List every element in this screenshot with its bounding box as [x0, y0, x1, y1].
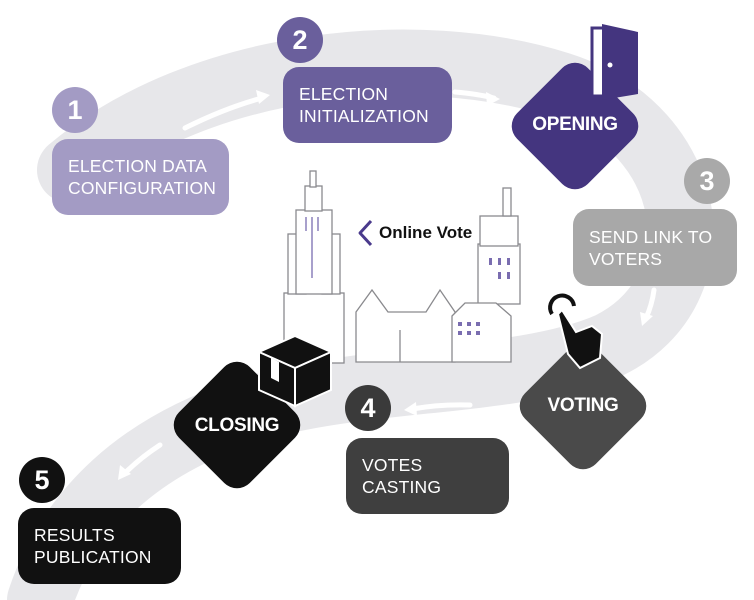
step-1-label-line2: CONFIGURATION [68, 178, 217, 198]
hand-pointer-icon [548, 293, 604, 370]
box-icon [256, 334, 334, 408]
step-2-label-line2: INITIALIZATION [299, 106, 429, 126]
step-4-label-line1: VOTES [362, 455, 423, 475]
step-5-label-line2: PUBLICATION [34, 547, 152, 567]
step-4-box: VOTES CASTING [346, 438, 509, 514]
step-3-box: SEND LINK TO VOTERS [573, 209, 737, 286]
voting-label: VOTING [547, 395, 619, 416]
logo-text: Online Vote [379, 223, 473, 242]
step-1-badge: 1 [52, 87, 98, 133]
city-illustration [283, 170, 521, 364]
step-2-label-line1: ELECTION [299, 84, 389, 104]
step-2-box: ELECTION INITIALIZATION [283, 67, 452, 143]
step-4-label-line2: CASTING [362, 477, 442, 497]
step-3-badge: 3 [684, 158, 730, 204]
step-5-box: RESULTS PUBLICATION [18, 508, 181, 584]
step-1-box: ELECTION DATA CONFIGURATION [52, 139, 229, 215]
step-3-label-line1: SEND LINK TO [589, 226, 713, 247]
step-1-label-line1: ELECTION DATA [68, 156, 208, 176]
step-3-label-line2: VOTERS [589, 248, 663, 269]
step-5-badge: 5 [19, 457, 65, 503]
opening-label: OPENING [532, 114, 618, 135]
closing-label: CLOSING [194, 415, 280, 436]
logo-diamond-icon [358, 219, 373, 247]
step-5-label-line1: RESULTS [34, 525, 115, 545]
step-4-badge: 4 [345, 385, 391, 431]
arrow-icons [121, 89, 657, 477]
online-vote-logo: Online Vote [357, 218, 472, 248]
door-icon [590, 24, 638, 100]
step-2-badge: 2 [277, 17, 323, 63]
